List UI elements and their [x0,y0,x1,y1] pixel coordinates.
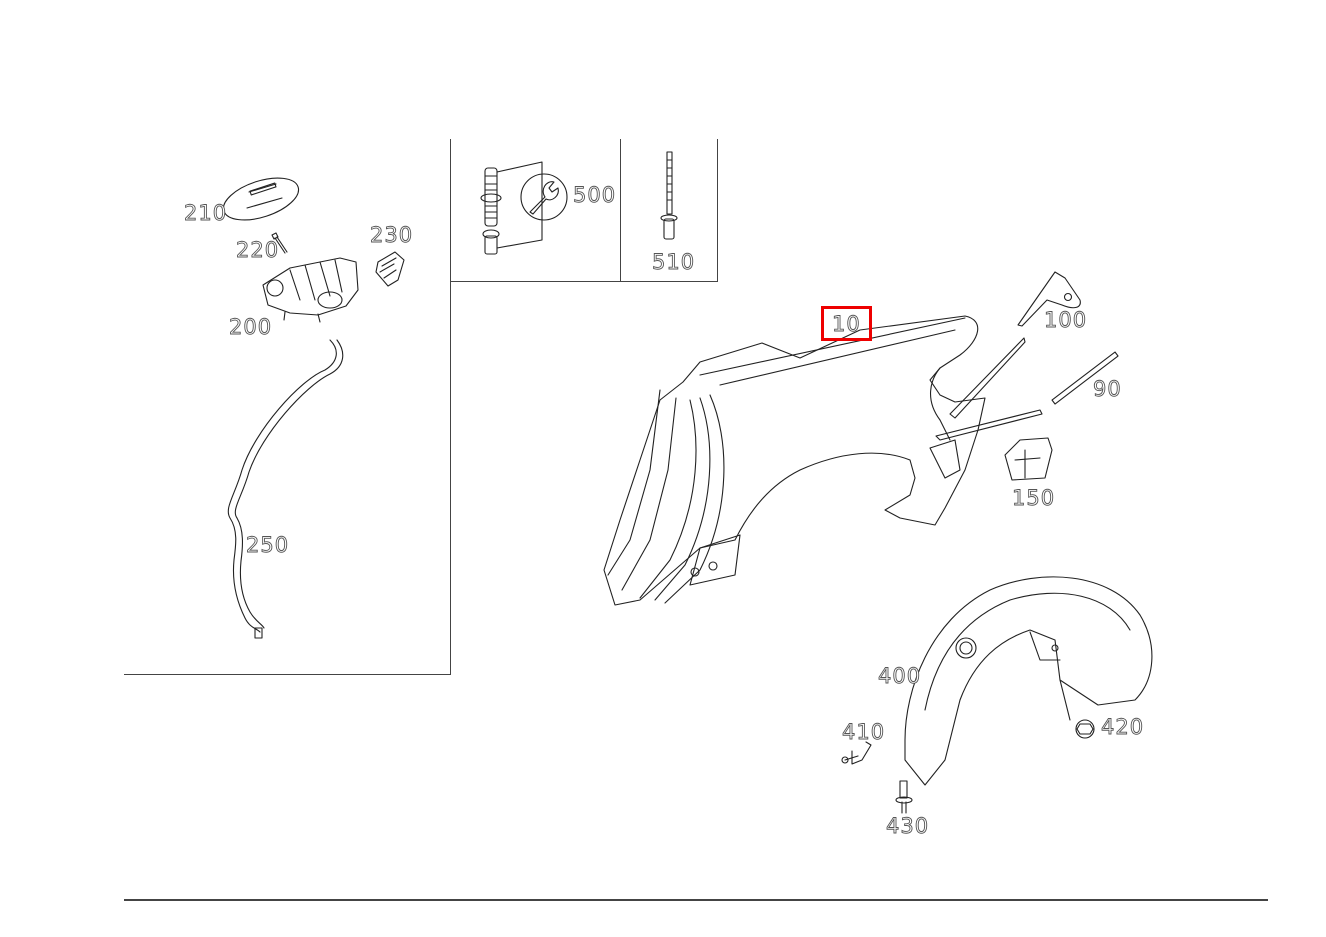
callout-420[interactable]: 420 [1101,715,1145,739]
stud-bolt-part-500[interactable] [480,161,543,255]
callout-200[interactable]: 200 [229,315,273,339]
page-footer-rule [124,899,1268,901]
seal-strip-upper[interactable] [949,337,1026,419]
screw-part-220[interactable] [271,232,288,254]
bracket-part-150[interactable] [1004,437,1053,481]
drain-hose-part-250[interactable] [227,339,344,639]
callout-500[interactable]: 500 [573,183,617,207]
callout-210[interactable]: 210 [184,201,228,225]
nut-part-420[interactable] [1075,719,1095,739]
wheel-arch-liner-part-400[interactable] [904,576,1153,786]
callout-220[interactable]: 220 [236,238,280,262]
left-panel-right-border [450,139,451,675]
blind-rivet-part-510[interactable] [660,151,678,240]
callout-250[interactable]: 250 [246,533,290,557]
callout-410[interactable]: 410 [842,720,886,744]
callout-430[interactable]: 430 [886,814,930,838]
seal-strip-lower[interactable] [935,409,1043,441]
fuel-filler-housing-part-200[interactable] [262,257,359,323]
callout-10-selected[interactable]: 10 [821,306,872,341]
callout-90[interactable]: 90 [1093,377,1122,401]
callout-510[interactable]: 510 [652,250,696,274]
callout-400[interactable]: 400 [878,664,922,688]
rivet-part-410[interactable] [841,741,872,765]
callout-230[interactable]: 230 [370,223,414,247]
actuator-part-230[interactable] [375,251,405,287]
wrench-icon [520,173,568,221]
fastener-box-divider [620,139,621,282]
bracket-part-100[interactable] [1017,271,1081,327]
fuel-flap-part-210[interactable] [218,170,303,228]
fastener-box-right-border [717,139,718,282]
quarter-panel-part-10[interactable] [603,315,986,606]
callout-100[interactable]: 100 [1044,308,1088,332]
rivet-part-430[interactable] [895,780,913,814]
left-panel-bottom-border [124,674,451,675]
fastener-box-bottom-border [450,281,718,282]
seal-strip-part-90[interactable] [1051,351,1119,405]
callout-150[interactable]: 150 [1012,486,1056,510]
